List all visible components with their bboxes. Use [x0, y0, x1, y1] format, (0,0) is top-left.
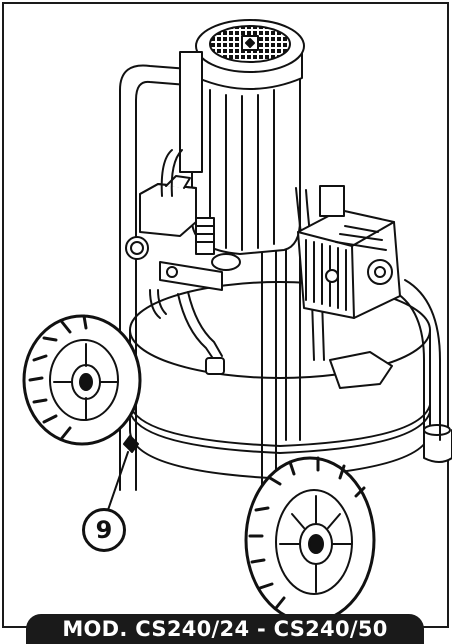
wheel-left [22, 314, 142, 446]
model-banner: MOD. CS240/24 - CS240/50 [26, 614, 424, 644]
compressor-pump-head [297, 185, 401, 319]
quick-coupler [205, 357, 225, 375]
wheel-right [244, 456, 376, 624]
air-tank [129, 281, 452, 479]
drain-valve-pointer [107, 435, 139, 511]
callout-number-9: 9 [82, 508, 126, 552]
model-banner-text: MOD. CS240/24 - CS240/50 [62, 617, 388, 641]
electric-motor [179, 19, 305, 255]
callout-label: 9 [95, 516, 113, 544]
